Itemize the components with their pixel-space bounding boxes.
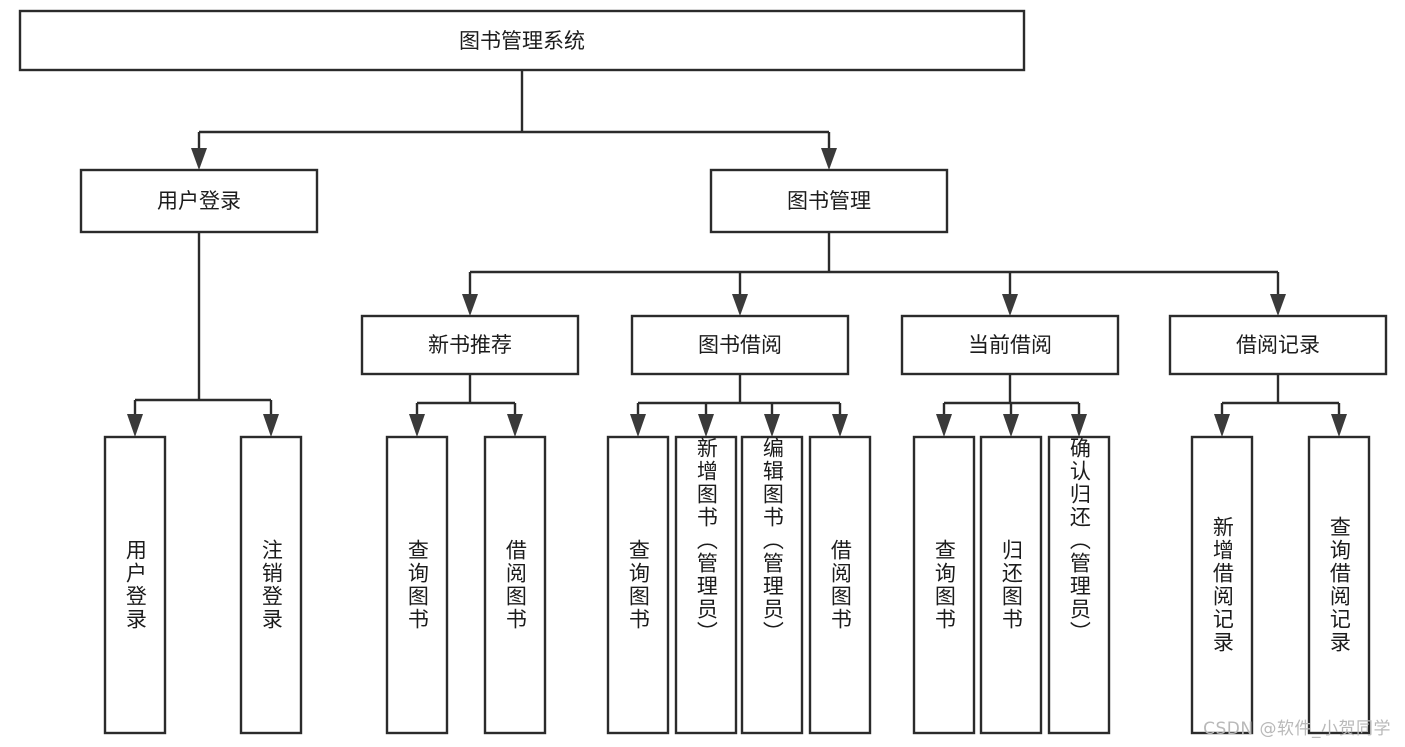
node-leaf-new-book-2[interactable]	[483, 435, 547, 735]
node-leaf-new-book-1[interactable]	[385, 435, 449, 735]
node-leaf-book-borrow-4[interactable]	[808, 435, 872, 735]
node-new-book-label: 新书推荐	[428, 333, 512, 357]
node-leaf-book-borrow-3[interactable]	[740, 435, 804, 735]
node-user-login-label: 用户登录	[157, 189, 241, 213]
node-borrow-record[interactable]	[1168, 314, 1388, 376]
arrow-book-manage	[821, 148, 837, 170]
arrow-leaf-user-login-1	[127, 414, 143, 437]
edges-group	[127, 70, 1347, 437]
node-current-borrow[interactable]	[900, 314, 1120, 376]
node-borrow-record-label: 借阅记录	[1236, 333, 1320, 357]
node-leaf-borrow-record-1[interactable]	[1190, 435, 1254, 735]
node-leaf-book-borrow-1[interactable]	[606, 435, 670, 735]
node-leaf-book-borrow-2[interactable]	[674, 435, 738, 735]
node-leaf-user-login-1[interactable]	[103, 435, 167, 735]
arrow-current-borrow	[1002, 294, 1018, 316]
arrow-leaf-new-book-1	[409, 414, 425, 437]
node-book-manage-label: 图书管理	[787, 189, 871, 213]
node-book-borrow[interactable]	[630, 314, 850, 376]
node-root-label: 图书管理系统	[459, 29, 585, 53]
arrow-leaf-borrow-record-2	[1331, 414, 1347, 437]
arrow-new-book	[462, 294, 478, 316]
arrow-leaf-current-borrow-2	[1003, 414, 1019, 437]
arrow-book-borrow	[732, 294, 748, 316]
node-user-login[interactable]	[79, 168, 319, 234]
node-leaf-current-borrow-2[interactable]	[979, 435, 1043, 735]
arrow-leaf-book-borrow-2	[698, 414, 714, 437]
arrow-borrow-record	[1270, 294, 1286, 316]
node-book-borrow-label: 图书借阅	[698, 333, 782, 357]
node-root[interactable]	[18, 9, 1026, 72]
node-leaf-borrow-record-2[interactable]	[1307, 435, 1371, 735]
node-leaf-current-borrow-3[interactable]	[1047, 435, 1111, 735]
node-new-book[interactable]	[360, 314, 580, 376]
arrow-leaf-book-borrow-4	[832, 414, 848, 437]
arrow-leaf-new-book-2	[507, 414, 523, 437]
arrow-leaf-book-borrow-3	[764, 414, 780, 437]
arrow-leaf-current-borrow-1	[936, 414, 952, 437]
nodes-group: 图书管理系统 用户登录 图书管理 新书推荐 图书借阅 当前借阅 借阅记录	[18, 9, 1388, 735]
arrow-leaf-user-login-2	[263, 414, 279, 437]
arrow-leaf-book-borrow-1	[630, 414, 646, 437]
node-leaf-user-login-2[interactable]	[239, 435, 303, 735]
arrow-leaf-current-borrow-3	[1071, 414, 1087, 437]
arrow-leaf-borrow-record-1	[1214, 414, 1230, 437]
arrow-user-login	[191, 148, 207, 170]
node-book-manage[interactable]	[709, 168, 949, 234]
node-current-borrow-label: 当前借阅	[968, 333, 1052, 357]
node-leaf-current-borrow-1[interactable]	[912, 435, 976, 735]
